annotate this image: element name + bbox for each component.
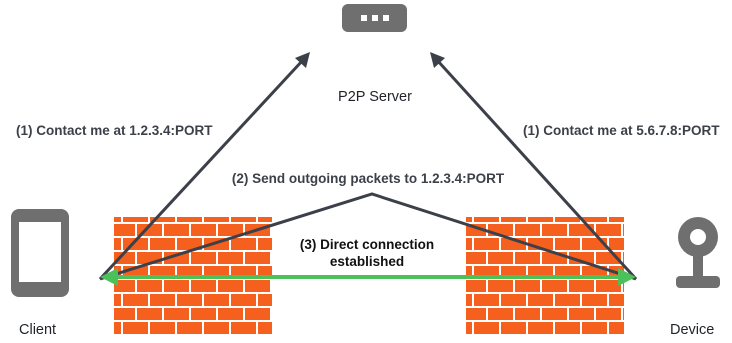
- device-contact-message: (1) Contact me at 5.6.7.8:PORT: [523, 123, 720, 138]
- outgoing-packets-path: [99, 192, 637, 281]
- server-icon: [342, 4, 407, 32]
- direct-connection-line1: (3) Direct connection: [299, 237, 435, 252]
- server-label: P2P Server: [338, 89, 412, 105]
- camera-icon: [676, 217, 720, 288]
- direct-connection-line2: established: [329, 254, 405, 269]
- direct-connection-arrow: [100, 268, 636, 286]
- client-to-server-arrow: [98, 52, 310, 281]
- client-label: Client: [19, 322, 57, 338]
- send-packets-message: (2) Send outgoing packets to 1.2.3.4:POR…: [231, 171, 505, 186]
- device-to-server-arrow: [430, 52, 638, 281]
- phone-icon: [11, 209, 69, 297]
- device-label: Device: [670, 322, 715, 338]
- client-contact-message: (1) Contact me at 1.2.3.4:PORT: [16, 123, 213, 138]
